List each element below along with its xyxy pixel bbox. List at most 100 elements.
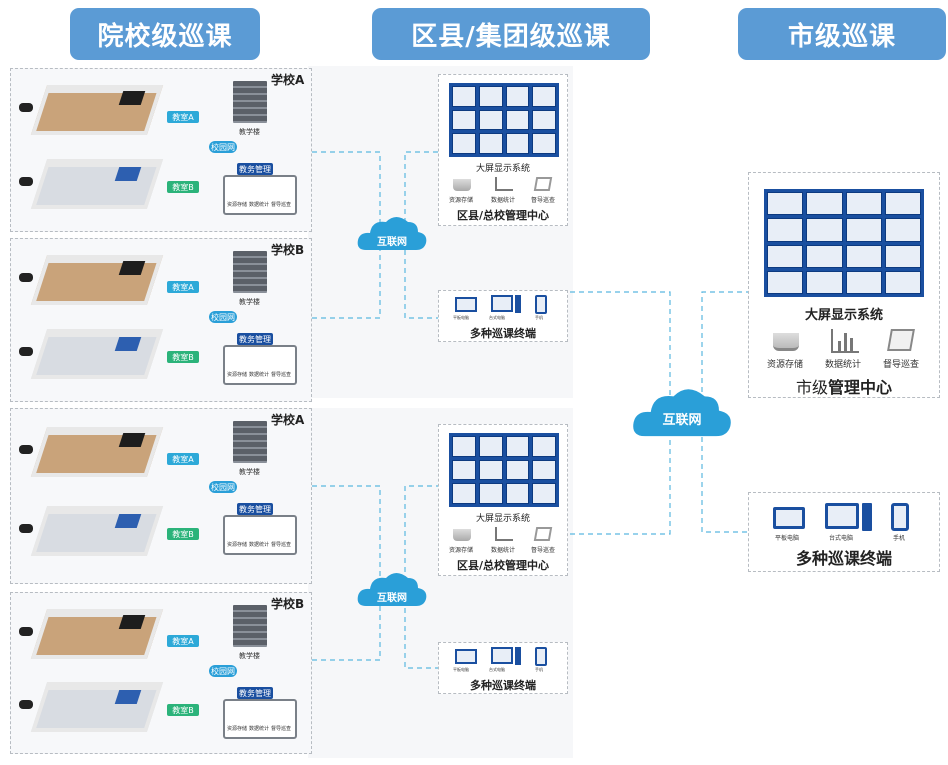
- district-icon-label-3: 督导巡查: [531, 197, 556, 204]
- building-icon: [233, 421, 267, 463]
- classroom-screen: [114, 167, 142, 181]
- classroom-screen: [114, 337, 142, 351]
- camera-icon: [19, 445, 33, 454]
- room-b-tag: 教室B: [167, 351, 199, 363]
- desktop-tower-icon: [515, 295, 521, 313]
- district-terminal-label-2: 台式电脑: [489, 315, 505, 320]
- mgmt-icon-label-1: 资源存储: [227, 726, 248, 732]
- city-terminal-label-3: 手机: [893, 535, 906, 542]
- city-inspect-icon: [887, 329, 915, 351]
- school-name: 学校B: [271, 597, 305, 611]
- blackboard: [118, 615, 146, 629]
- district-icon-label-2: 数据统计: [491, 197, 516, 204]
- school-name: 学校B: [271, 243, 305, 257]
- header-district-level: 区县/集团级巡课: [372, 8, 650, 60]
- camera-icon: [19, 347, 33, 356]
- academic-mgmt-tag: 教务管理: [237, 503, 273, 515]
- school-name: 学校A: [271, 73, 305, 87]
- mgmt-icon-label-3: 督导巡查: [271, 202, 292, 208]
- classroom-3d: [30, 506, 164, 556]
- academic-mgmt-tag: 教务管理: [237, 687, 273, 699]
- camera-icon: [19, 103, 33, 112]
- building-label: 教学楼: [239, 128, 260, 136]
- district-storage-icon: [453, 529, 471, 541]
- header-school-level: 院校级巡课: [70, 8, 260, 60]
- desktop-tower-icon: [862, 503, 872, 531]
- district-storage-icon: [453, 179, 471, 191]
- desktop-tower-icon: [515, 647, 521, 665]
- district-inspect-icon: [533, 527, 553, 541]
- camera-icon: [19, 177, 33, 186]
- desktop-icon: [491, 295, 513, 312]
- classroom-screen: [114, 690, 142, 704]
- campus-net-tag: 校园网: [209, 665, 237, 677]
- room-a-tag: 教室A: [167, 111, 199, 123]
- district-terminals-panel: 平板电脑 台式电脑 手机 多种巡课终端: [438, 290, 568, 342]
- city-icon-label-2: 数据统计: [825, 360, 862, 370]
- camera-icon: [19, 627, 33, 636]
- district-center-title: 区县/总校管理中心: [456, 209, 550, 222]
- city-terminal-label-1: 平板电脑: [775, 535, 800, 542]
- blackboard: [118, 261, 146, 275]
- classroom-3d: [30, 159, 164, 209]
- city-icon-label-1: 资源存储: [767, 360, 804, 370]
- city-center-title: 市级管理中心: [749, 374, 939, 398]
- district-terminals-panel: 平板电脑 台式电脑 手机 多种巡课终端: [438, 642, 568, 694]
- district-inspect-icon: [533, 177, 553, 191]
- mgmt-monitor: [223, 345, 297, 385]
- mgmt-icon-label-2: 数据统计: [249, 726, 270, 732]
- mgmt-monitor: [223, 175, 297, 215]
- city-storage-icon: [773, 333, 799, 351]
- mgmt-icon-label-1: 资源存储: [227, 542, 248, 548]
- header-city-level: 市级巡课: [738, 8, 946, 60]
- camera-icon: [19, 700, 33, 709]
- classroom-3d: [30, 682, 164, 732]
- city-center-prefix: 市级: [795, 378, 828, 397]
- phone-icon: [891, 503, 909, 531]
- district-terminals-title: 多种巡课终端: [470, 327, 536, 340]
- city-terminals-panel: 平板电脑 台式电脑 手机 多种巡课终端: [748, 492, 940, 572]
- campus-net-tag: 校园网: [209, 481, 237, 493]
- room-b-tag: 教室B: [167, 528, 199, 540]
- district-icon-label-3: 督导巡查: [531, 547, 556, 554]
- city-terminals-title: 多种巡课终端: [795, 549, 892, 568]
- desktop-icon: [491, 647, 513, 664]
- district-icon-label-1: 资源存储: [449, 547, 474, 554]
- city-screen-label: 大屏显示系统: [804, 308, 883, 323]
- building-icon: [233, 81, 267, 123]
- internet-cloud-city: 互联网: [628, 385, 736, 439]
- district-center-title: 区县/总校管理中心: [456, 559, 550, 572]
- district-video-wall: [449, 83, 559, 157]
- room-b-tag: 教室B: [167, 181, 199, 193]
- city-terminal-label-2: 台式电脑: [829, 535, 854, 542]
- phone-icon: [535, 295, 547, 314]
- classroom-screen: [114, 514, 142, 528]
- school-panel: 教室A 教室B 学校B 教学楼 校园网 教务管理 资源存储 数据统计 督导巡查: [10, 238, 312, 402]
- district-terminal-label-1: 平板电脑: [453, 315, 469, 320]
- district-terminal-label-3: 手机: [535, 667, 543, 672]
- building-icon: [233, 605, 267, 647]
- mgmt-icon-label-3: 督导巡查: [271, 542, 292, 548]
- district-stats-icon: [495, 177, 513, 191]
- mgmt-icon-label-3: 督导巡查: [271, 726, 292, 732]
- internet-cloud-bottom-label: 互联网: [377, 593, 407, 604]
- district-stats-icon: [495, 527, 513, 541]
- phone-icon: [535, 647, 547, 666]
- room-b-tag: 教室B: [167, 704, 199, 716]
- building-label: 教学楼: [239, 652, 260, 660]
- mgmt-icon-label-2: 数据统计: [249, 202, 270, 208]
- camera-icon: [19, 273, 33, 282]
- district-screen-label: 大屏显示系统: [475, 514, 530, 524]
- city-video-wall: [764, 189, 924, 297]
- mgmt-icon-label-3: 督导巡查: [271, 372, 292, 378]
- mgmt-monitor: [223, 699, 297, 739]
- district-center-panel: 大屏显示系统 资源存储 数据统计 督导巡查 区县/总校管理中心: [438, 74, 568, 226]
- district-terminals-title: 多种巡课终端: [470, 679, 536, 692]
- mgmt-icon-label-2: 数据统计: [249, 372, 270, 378]
- mgmt-icon-label-1: 资源存储: [227, 372, 248, 378]
- city-icon-label-3: 督导巡查: [883, 360, 920, 370]
- district-center-panel: 大屏显示系统 资源存储 数据统计 督导巡查 区县/总校管理中心: [438, 424, 568, 576]
- internet-cloud-city-label: 互联网: [662, 413, 702, 428]
- district-video-wall: [449, 433, 559, 507]
- tablet-icon: [455, 649, 477, 664]
